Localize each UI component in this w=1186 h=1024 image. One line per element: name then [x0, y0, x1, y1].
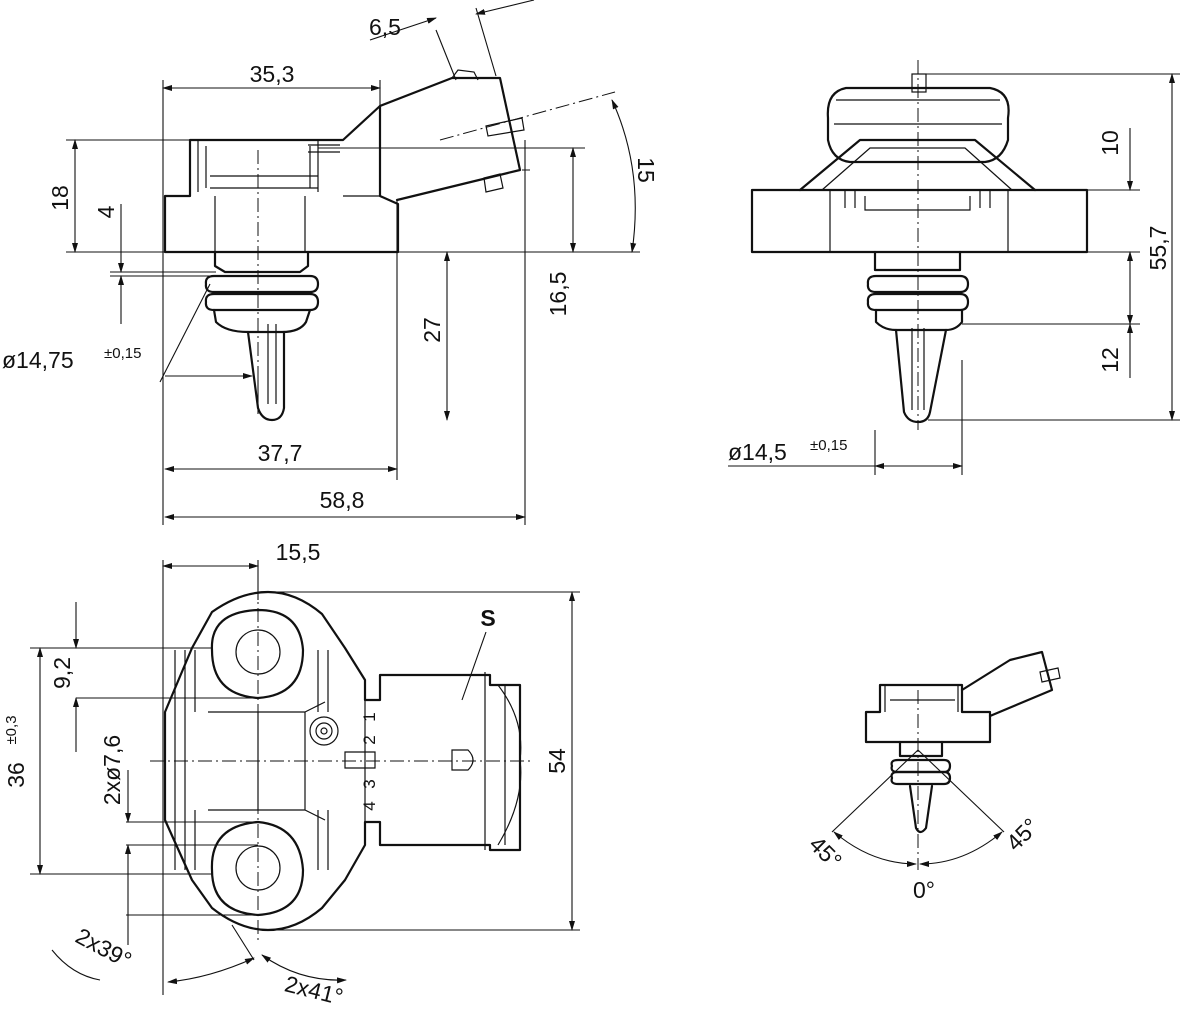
pin-label-3: 3	[360, 779, 379, 788]
dim-27: 27	[419, 317, 445, 343]
dim-36-tolerance: ±0,3	[3, 715, 20, 744]
dim-16-5: 16,5	[545, 272, 571, 317]
dim-12: 12	[1097, 347, 1123, 373]
dim-diameter-14-75-tolerance: ±0,15	[104, 345, 141, 362]
side-view: 6,5 35,3 15 18 4 16,5 27 ø14,75 ±0,15 37…	[2, 0, 659, 525]
dim-55-7: 55,7	[1145, 226, 1171, 271]
pin-label-1: 1	[360, 712, 379, 721]
connector-s-mark: S	[480, 605, 495, 631]
dim-9-2: 9,2	[49, 657, 75, 689]
mounting-angle-view: 45° 45° 0°	[804, 650, 1061, 903]
dim-6-5: 6,5	[369, 14, 401, 40]
dim-10: 10	[1097, 130, 1123, 156]
dim-37-7: 37,7	[258, 440, 303, 466]
dim-18: 18	[47, 185, 73, 211]
dim-diameter-14-5-tolerance: ±0,15	[810, 437, 847, 454]
angle-0: 0°	[913, 877, 935, 903]
dim-36: 36	[3, 762, 29, 788]
front-view: 10 55,7 12 ø14,5 ±0,15	[728, 60, 1180, 475]
dim-35-3: 35,3	[250, 61, 295, 87]
angle-2x39: 2x39°	[72, 923, 136, 974]
dim-58-8: 58,8	[320, 487, 365, 513]
dim-2x-diameter-7-6: 2xø7,6	[99, 735, 125, 805]
dim-54: 54	[544, 748, 570, 774]
dim-diameter-14-5: ø14,5	[728, 439, 787, 465]
pin-label-4: 4	[360, 801, 379, 810]
angle-45-right: 45°	[1001, 813, 1044, 856]
dim-4: 4	[93, 205, 119, 218]
angle-2x41: 2x41°	[282, 970, 346, 1010]
top-view: 15,5 S 9,2 36 ±0,3 2xø7,6 54 2x39° 2x41°…	[3, 539, 580, 1010]
pin-label-2: 2	[360, 735, 379, 744]
dim-15-5: 15,5	[276, 539, 321, 565]
dim-diameter-14-75: ø14,75	[2, 347, 74, 373]
dim-15: 15	[633, 157, 659, 183]
